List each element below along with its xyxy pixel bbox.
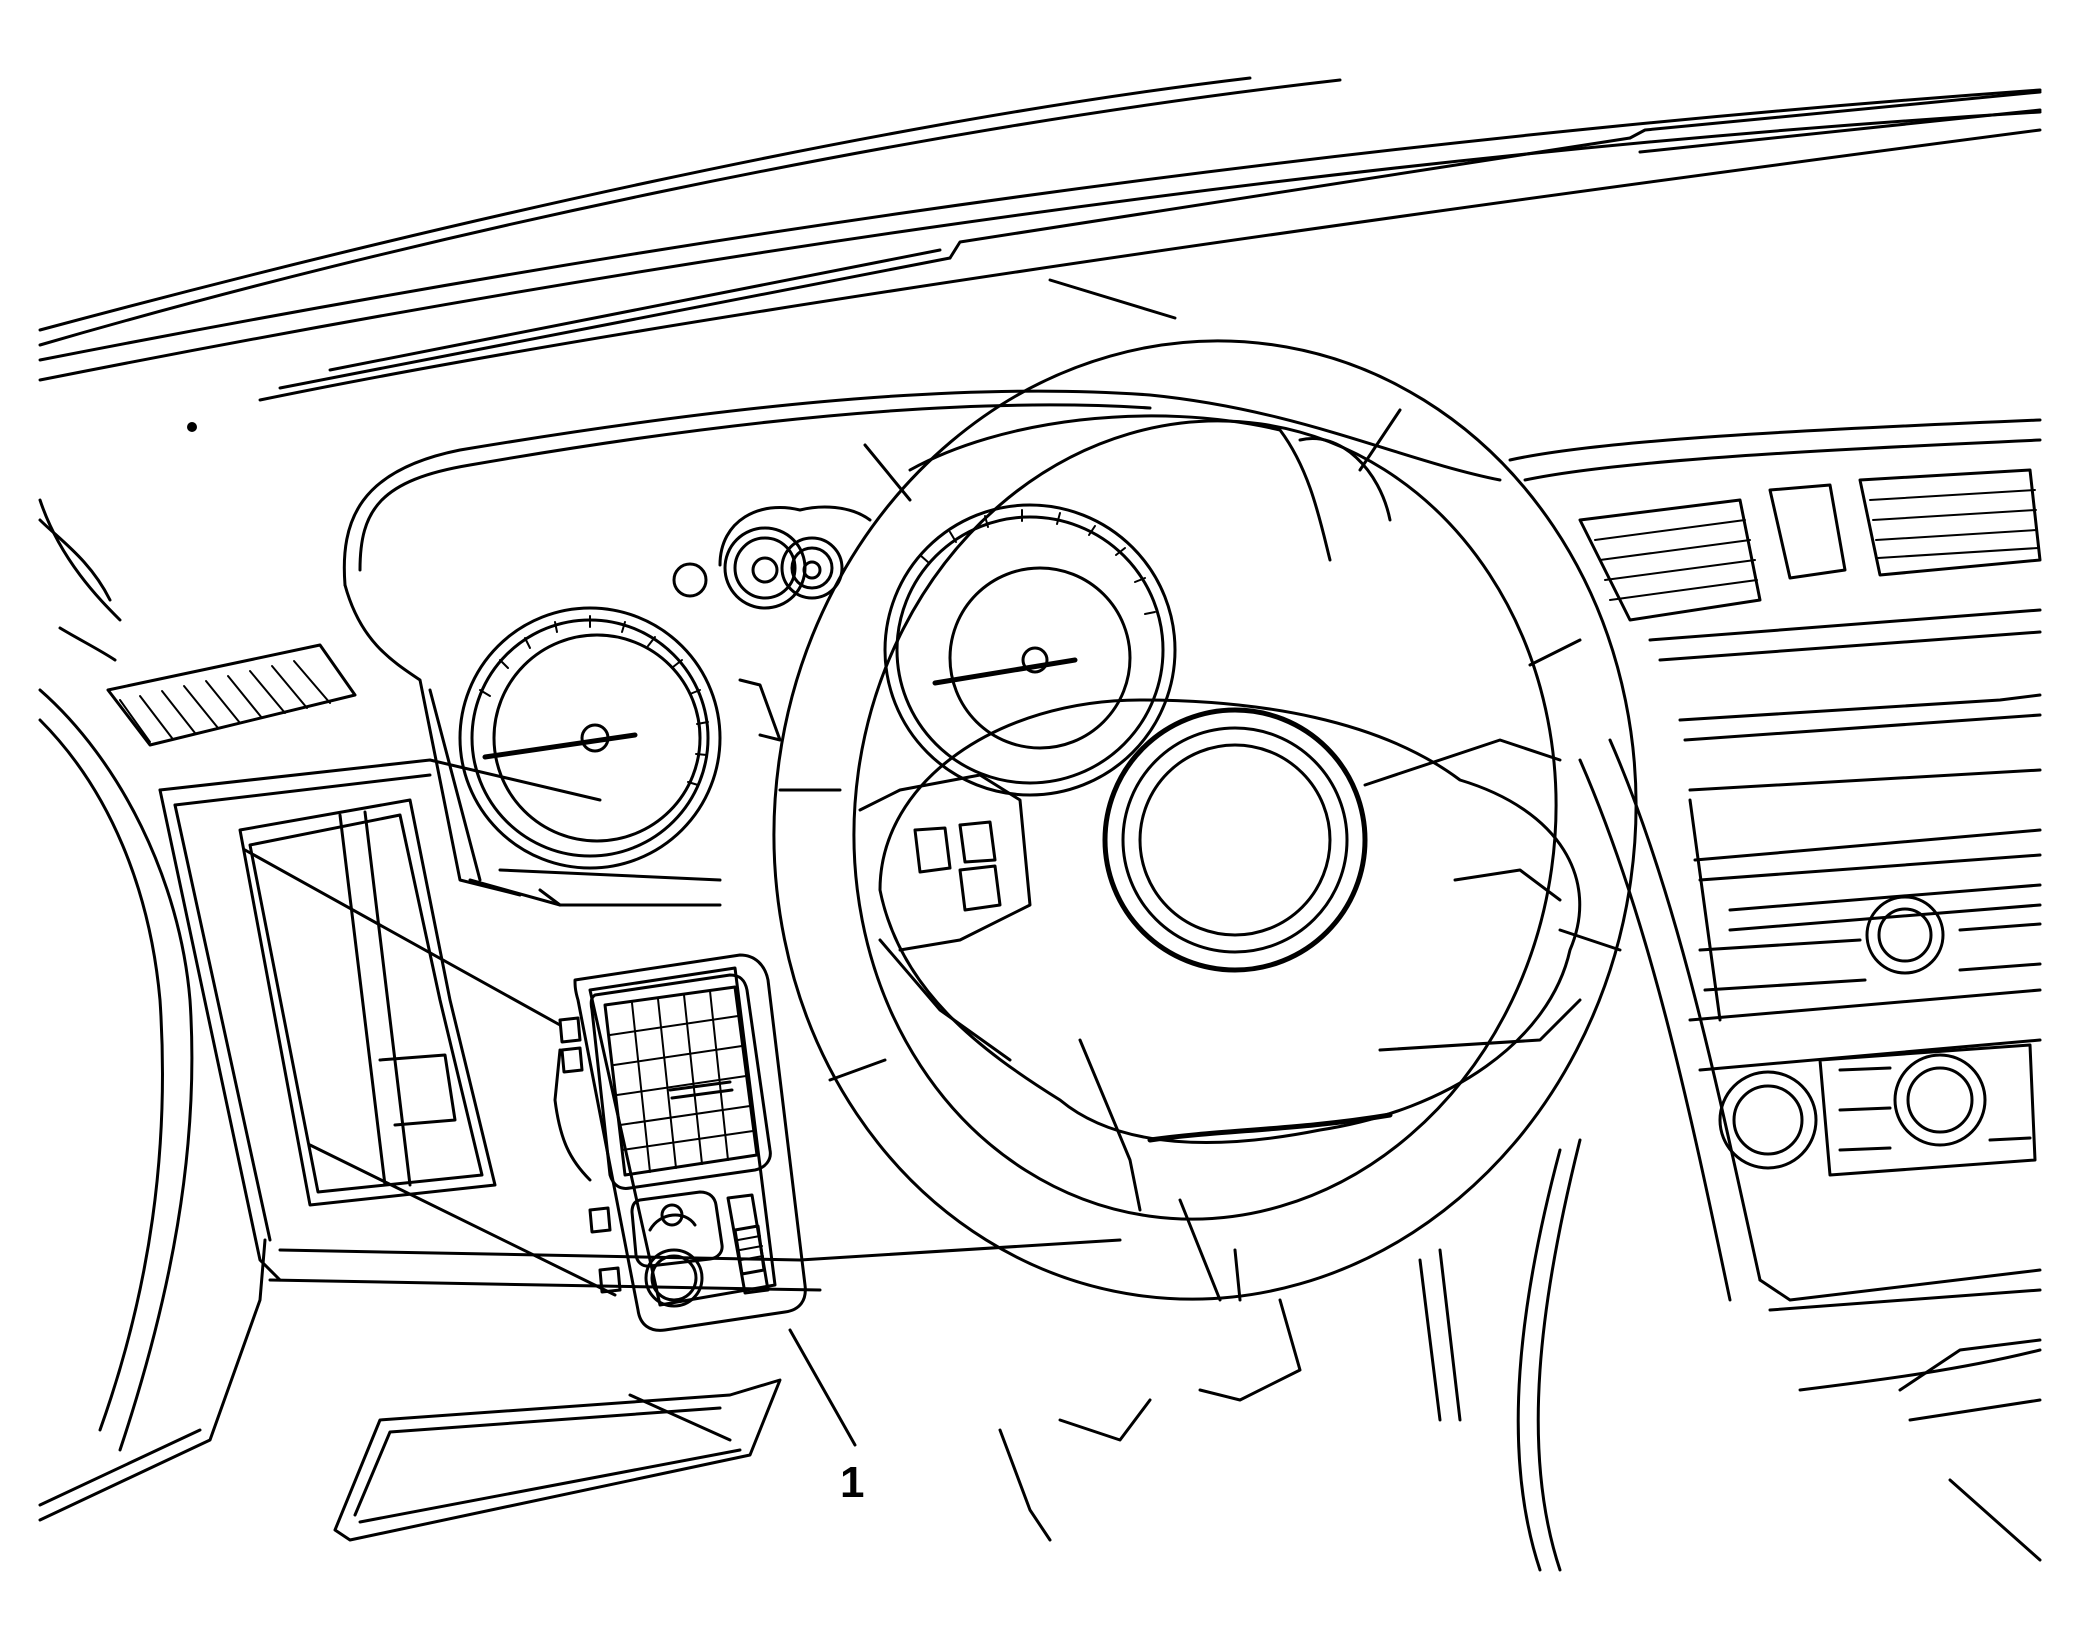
left-dash-panel bbox=[158, 758, 1122, 1292]
dash-top-surface bbox=[38, 90, 2042, 622]
center-radio-panel bbox=[1648, 608, 2042, 1022]
steering-wheel bbox=[772, 339, 1638, 1302]
callout-1: 1 bbox=[788, 1328, 864, 1507]
center-console bbox=[1418, 738, 2042, 1572]
left-vent-headlamp-switch-assembly bbox=[553, 953, 807, 1332]
removal-guide-lines bbox=[243, 848, 617, 1297]
center-climate-panel bbox=[1698, 1038, 2042, 1177]
left-door-pillar bbox=[38, 626, 267, 1522]
left-side-vent bbox=[106, 643, 357, 747]
windshield-edge bbox=[38, 76, 2042, 382]
small-gauges bbox=[672, 505, 872, 742]
center-upper-vents bbox=[1508, 418, 2042, 622]
right-gauge bbox=[883, 503, 1177, 797]
callout-1-label: 1 bbox=[840, 1458, 864, 1507]
lower-storage-tray bbox=[333, 1378, 782, 1542]
steering-wheel-hub bbox=[858, 698, 1582, 1542]
left-gauge bbox=[458, 606, 722, 870]
